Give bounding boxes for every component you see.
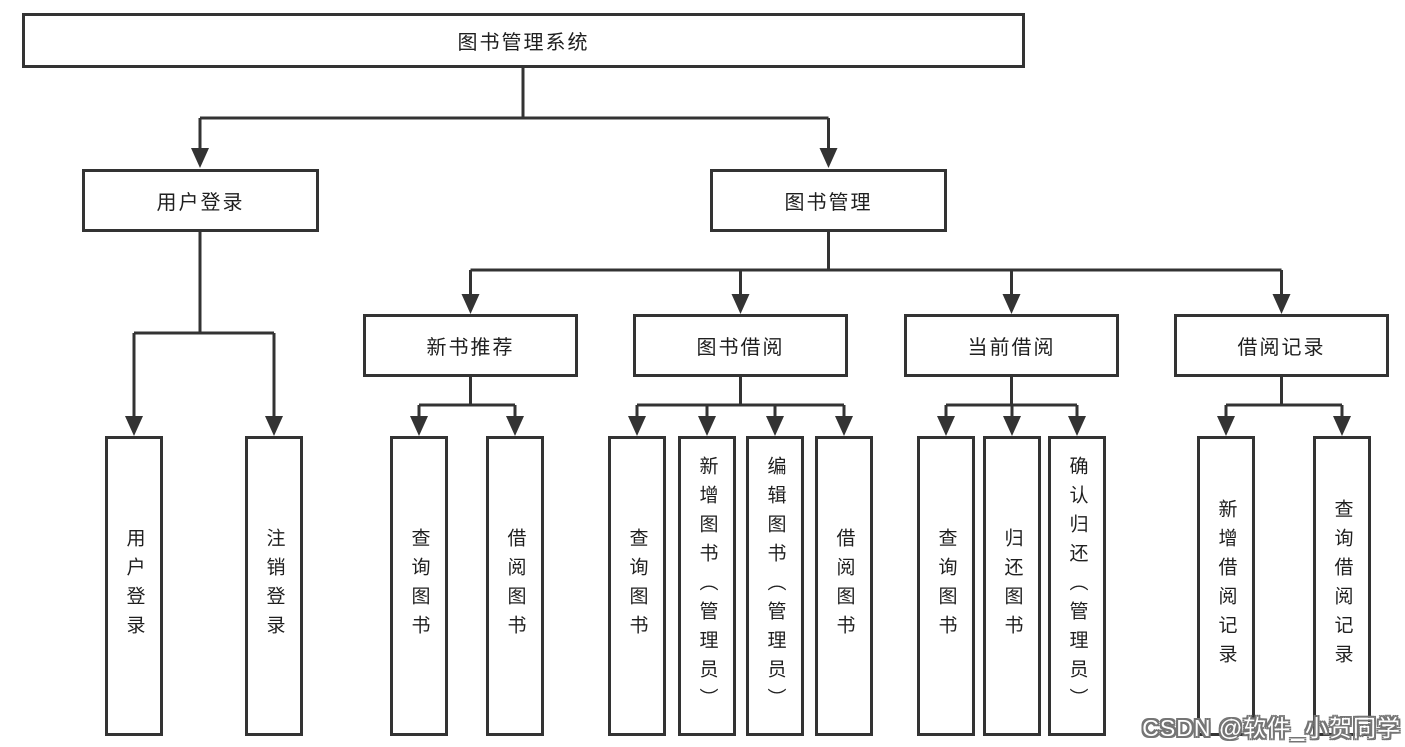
arrowhead-down bbox=[766, 416, 784, 436]
node-book-management: 图书管理 bbox=[710, 169, 947, 232]
node-new-book-recommend: 新书推荐 bbox=[363, 314, 578, 377]
arrowhead-down bbox=[628, 416, 646, 436]
connector-borrowrecords-to-leaves bbox=[1217, 377, 1351, 436]
node-label: 确认归还（管理员） bbox=[1066, 455, 1088, 717]
connector-line bbox=[132, 232, 276, 418]
arrowhead-down bbox=[835, 416, 853, 436]
arrowhead-down bbox=[125, 416, 143, 436]
node-label: 新增图书（管理员） bbox=[696, 455, 718, 717]
node-label: 归还图书 bbox=[1001, 528, 1023, 644]
connector-userlogin-to-leaves bbox=[125, 232, 283, 436]
node-label: 注销登录 bbox=[263, 528, 285, 644]
node-label: 借阅图书 bbox=[833, 528, 855, 644]
node-leaf-borrow-book-1: 借阅图书 bbox=[486, 436, 544, 736]
arrowhead-down bbox=[698, 416, 716, 436]
node-label: 查询借阅记录 bbox=[1331, 499, 1353, 673]
node-user-login: 用户登录 bbox=[82, 169, 319, 232]
node-label: 查询图书 bbox=[626, 528, 648, 644]
csdn-watermark: CSDN @软件_小贺同学 bbox=[1142, 715, 1401, 741]
arrowhead-down bbox=[937, 416, 955, 436]
node-leaf-query-book-3: 查询图书 bbox=[917, 436, 975, 736]
node-label: 新书推荐 bbox=[426, 337, 515, 359]
arrowhead-down bbox=[731, 294, 750, 314]
node-leaf-confirm-return-admin: 确认归还（管理员） bbox=[1048, 436, 1106, 736]
arrowhead-down bbox=[1333, 416, 1351, 436]
node-label: 图书管理 bbox=[784, 192, 873, 214]
connector-line bbox=[198, 68, 830, 150]
node-leaf-user-login: 用户登录 bbox=[105, 436, 163, 736]
connector-line bbox=[469, 232, 1283, 296]
arrowhead-down bbox=[1068, 416, 1086, 436]
arrowhead-down bbox=[1272, 294, 1291, 314]
arrowhead-down bbox=[265, 416, 283, 436]
connector-line bbox=[417, 377, 517, 418]
node-leaf-add-book-admin: 新增图书（管理员） bbox=[678, 436, 736, 736]
node-leaf-add-borrow-record: 新增借阅记录 bbox=[1197, 436, 1255, 736]
connector-bookborrow-to-leaves bbox=[628, 377, 853, 436]
node-library-management-system: 图书管理系统 bbox=[22, 13, 1025, 68]
node-leaf-edit-book-admin: 编辑图书（管理员） bbox=[746, 436, 804, 736]
arrowhead-down bbox=[461, 294, 480, 314]
node-leaf-return-book: 归还图书 bbox=[983, 436, 1041, 736]
node-label: 图书借阅 bbox=[696, 337, 785, 359]
node-borrow-records: 借阅记录 bbox=[1174, 314, 1389, 377]
node-label: 借阅图书 bbox=[504, 528, 526, 644]
arrowhead-down bbox=[1003, 416, 1021, 436]
node-label: 用户登录 bbox=[123, 528, 145, 644]
arrowhead-down bbox=[1217, 416, 1235, 436]
node-current-borrow: 当前借阅 bbox=[904, 314, 1119, 377]
node-label: 查询图书 bbox=[408, 528, 430, 644]
arrowhead-down bbox=[1002, 294, 1021, 314]
node-leaf-query-book-1: 查询图书 bbox=[390, 436, 448, 736]
arrowhead-down bbox=[506, 416, 524, 436]
connector-line bbox=[944, 377, 1079, 418]
node-book-borrow: 图书借阅 bbox=[633, 314, 848, 377]
node-label: 用户登录 bbox=[156, 192, 245, 214]
node-leaf-logout: 注销登录 bbox=[245, 436, 303, 736]
connector-newbook-to-leaves bbox=[410, 377, 524, 436]
connector-root-to-level2 bbox=[191, 68, 838, 168]
node-label: 编辑图书（管理员） bbox=[764, 455, 786, 717]
connector-line bbox=[635, 377, 846, 418]
node-label: 当前借阅 bbox=[967, 337, 1056, 359]
node-label: 查询图书 bbox=[935, 528, 957, 644]
connector-currentborrow-to-leaves bbox=[937, 377, 1086, 436]
connector-bookmgmt-to-level3 bbox=[461, 232, 1291, 314]
node-label: 图书管理系统 bbox=[457, 32, 590, 54]
node-label: 新增借阅记录 bbox=[1215, 499, 1237, 673]
arrowhead-down bbox=[819, 148, 838, 168]
node-label: 借阅记录 bbox=[1237, 337, 1326, 359]
node-leaf-query-borrow-record: 查询借阅记录 bbox=[1313, 436, 1371, 736]
node-leaf-query-book-2: 查询图书 bbox=[608, 436, 666, 736]
arrowhead-down bbox=[191, 148, 209, 168]
connector-line bbox=[1224, 377, 1344, 418]
arrowhead-down bbox=[410, 416, 428, 436]
node-leaf-borrow-book-2: 借阅图书 bbox=[815, 436, 873, 736]
